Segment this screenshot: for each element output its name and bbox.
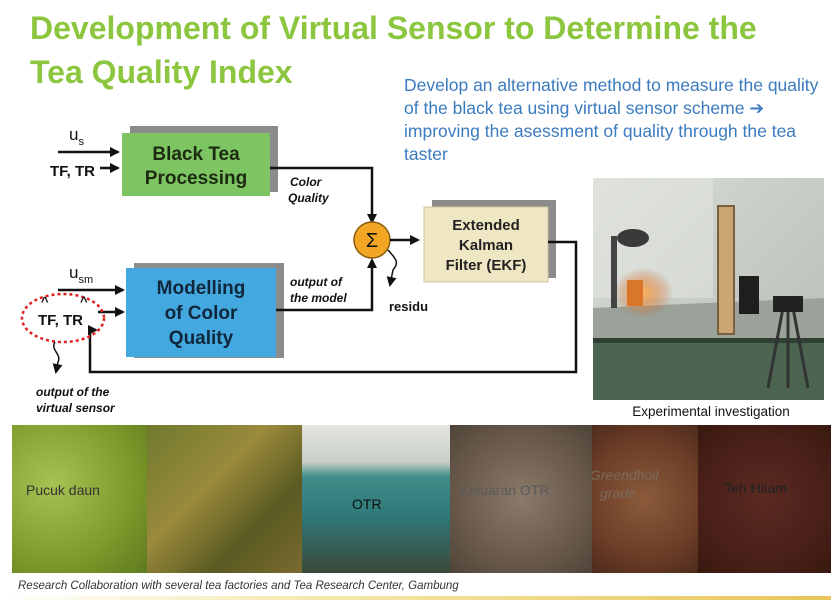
input-usm-label: usm (69, 263, 93, 286)
box2-line1: Modelling (157, 278, 246, 299)
ekf-box (423, 206, 549, 283)
input-us-label: us (69, 125, 84, 148)
footer-line (0, 596, 831, 600)
label-output-model-2: the model (290, 291, 347, 305)
label-greendhoil: Greendhoil (592, 467, 659, 483)
panel-keluaran-otr: Keluaran OTR (450, 425, 592, 573)
label-pucuk-daun: Pucuk daun (26, 482, 100, 498)
label-color-quality-2: Quality (288, 191, 330, 205)
box1-line1: Black Tea (152, 144, 240, 165)
feedback-arrow (88, 240, 578, 374)
label-otr: OTR (352, 496, 382, 512)
hat-mark-tf: ^ (41, 294, 49, 309)
ekf-line1: Extended (452, 217, 520, 234)
panel-greendhoil: Greendhoil grade (592, 425, 698, 573)
ekf-line2: Kalman (459, 237, 513, 254)
arrow-output-model (276, 258, 377, 312)
footer-text: Research Collaboration with several tea … (18, 580, 459, 592)
label-output-model-1: output of (290, 275, 343, 289)
arrow-color-quality (270, 166, 377, 224)
label-virtual-sensor-2: virtual sensor (36, 401, 116, 415)
ekf-line3: Filter (EKF) (446, 257, 527, 274)
label-keluaran-otr: Keluaran OTR (460, 482, 550, 498)
description-text: Develop an alternative method to measure… (404, 75, 819, 164)
box2-line3: Quality (169, 328, 234, 349)
box1-line2: Processing (145, 168, 247, 189)
label-residu: residu (389, 299, 428, 314)
modelling-box (126, 268, 276, 357)
hat-mark-tr: ^ (80, 294, 88, 309)
black-tea-processing-box (122, 133, 270, 196)
experimental-photo (593, 178, 824, 400)
box2-line2: of Color (165, 303, 238, 324)
panel-teh-hitam: Teh Hitam (698, 425, 831, 573)
block-diagram: us TF, TR Black Tea Processing Color Qua… (20, 125, 578, 415)
tea-process-strip: Pucuk daun OTR Keluaran OTR Greendhoil g… (12, 425, 831, 573)
residu-arrow (386, 249, 398, 287)
panel-pucuk-daun: Pucuk daun (12, 425, 147, 573)
input-tf-tr-label: TF, TR (50, 163, 95, 180)
label-virtual-sensor-1: output of the (36, 385, 110, 399)
hat-tf-tr-label: TF, TR (38, 312, 83, 329)
page-title: Development of Virtual Sensor to Determi… (30, 10, 757, 90)
panel-otr: OTR (302, 425, 450, 573)
photo-caption: Experimental investigation (632, 404, 790, 419)
label-teh-hitam: Teh Hitam (724, 480, 788, 496)
virtual-sensor-ellipse (20, 292, 106, 344)
label-grade: grade (600, 485, 636, 501)
virtual-sensor-arrow (52, 341, 63, 374)
sum-symbol: Σ (366, 230, 378, 252)
panel-withered-leaves (147, 425, 302, 573)
label-color-quality-1: Color (290, 175, 323, 189)
